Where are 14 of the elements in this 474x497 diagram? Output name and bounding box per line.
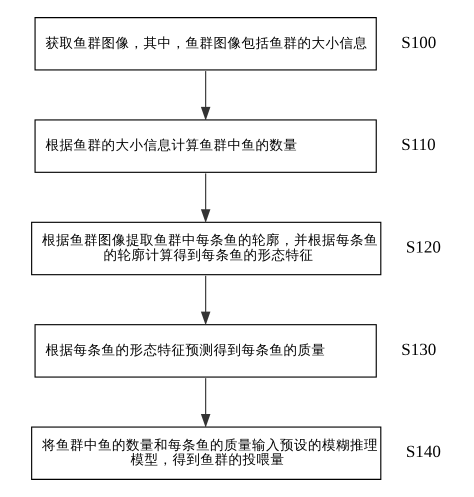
node-label: S110 [400,135,436,154]
node-box: 根据鱼群图像提取鱼群中每条鱼的轮廓，并根据每条鱼的轮廓计算得到每条鱼的形态特征 [30,222,381,276]
node-label: S140 [405,442,440,462]
node-label: S130 [400,340,436,359]
arrow [200,276,210,326]
node-label: S120 [405,237,440,256]
node-box: 获取鱼群图像，其中，鱼群图像包括鱼群的大小信息 [34,17,376,71]
arrow [200,173,210,223]
node-box: 根据每条鱼的形态特征预测得到每条鱼的质量 [34,324,376,378]
node-label: S100 [400,32,436,52]
node-box: 将鱼群中鱼的数量和每条鱼的质量输入预设的模糊推理模型，得到鱼群的投喂量 [30,426,381,480]
node-box: 根据鱼群的大小信息计算鱼群中鱼的数量 [34,119,376,173]
arrow [200,71,210,121]
arrow [200,378,210,428]
